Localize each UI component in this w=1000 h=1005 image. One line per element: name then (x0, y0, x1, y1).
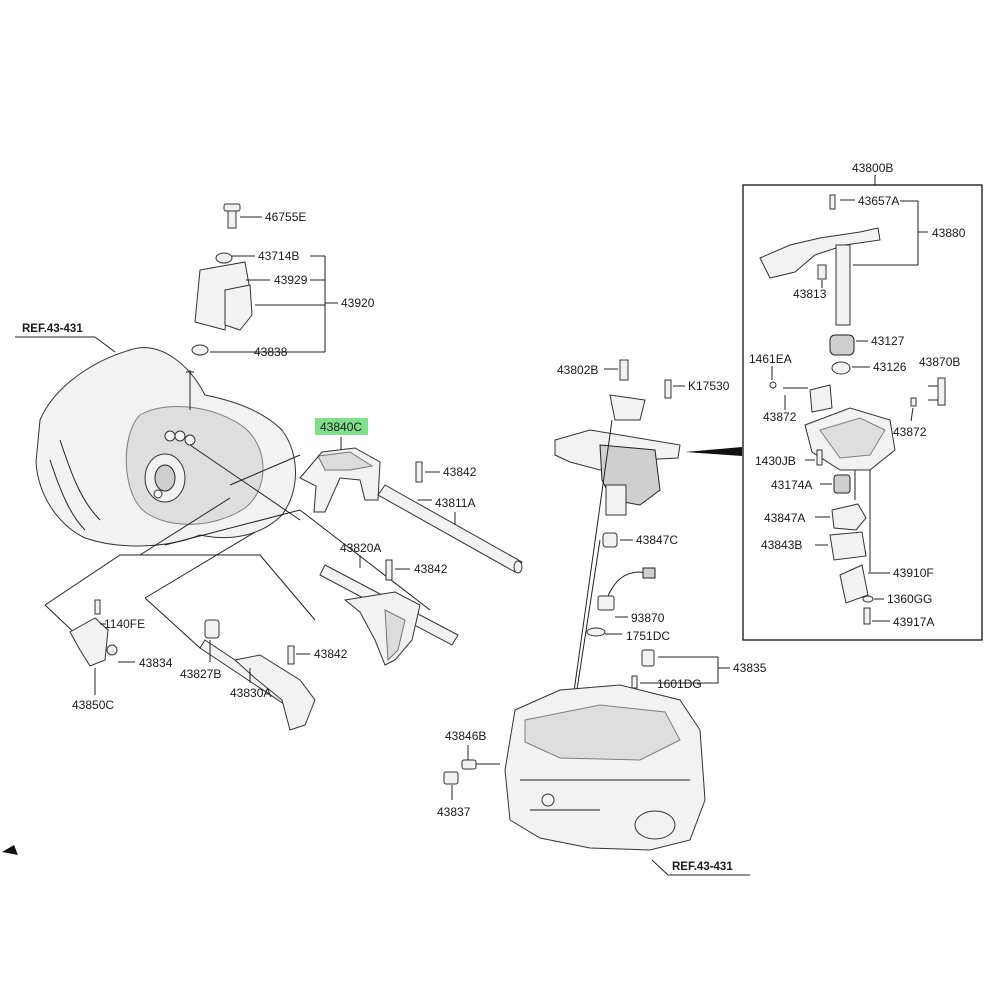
label-43827B[interactable]: 43827B (180, 667, 221, 681)
label-43657A[interactable]: 43657A (858, 194, 899, 208)
label-43800B[interactable]: 43800B (852, 161, 893, 175)
bracket-43850C (69, 599, 118, 667)
label-43842-c[interactable]: 43842 (314, 647, 348, 661)
ref-bottom-label[interactable]: REF.43-431 (672, 861, 733, 873)
label-1430JB[interactable]: 1430JB (755, 454, 796, 468)
label-1751DC[interactable]: 1751DC (626, 629, 670, 643)
label-43830A[interactable]: 43830A (230, 686, 271, 700)
label-43880[interactable]: 43880 (932, 226, 966, 240)
label-43870B[interactable]: 43870B (919, 355, 960, 369)
label-43917A[interactable]: 43917A (893, 615, 934, 629)
label-43840C[interactable]: 43840C (320, 420, 362, 434)
label-1140FE[interactable]: 1140FE (104, 617, 145, 631)
bracket-43920-assembly (191, 203, 253, 356)
detent-43847A (831, 503, 867, 531)
sensor-43846B (443, 759, 500, 785)
label-43834[interactable]: 43834 (139, 656, 173, 670)
pointer-arrow (685, 447, 742, 456)
label-43835[interactable]: 43835 (733, 661, 767, 675)
label-43847A[interactable]: 43847A (764, 511, 805, 525)
label-43847C[interactable]: 43847C (636, 533, 678, 547)
label-43174A[interactable]: 43174A (771, 478, 812, 492)
shift-rail-43820A (319, 559, 459, 666)
label-43842-b[interactable]: 43842 (414, 562, 448, 576)
bracket-43910F (839, 564, 874, 625)
plug-43835 (631, 649, 655, 689)
shift-tower-center (554, 359, 681, 801)
label-43843B[interactable]: 43843B (761, 538, 802, 552)
label-43872-b[interactable]: 43872 (893, 425, 927, 439)
label-1360GG[interactable]: 1360GG (887, 592, 932, 606)
label-93870[interactable]: 93870 (631, 611, 665, 625)
shift-fork-43840C (299, 447, 381, 513)
label-43820A[interactable]: 43820A (340, 541, 381, 555)
label-43910F[interactable]: 43910F (893, 566, 934, 580)
ref-left-leader (94, 336, 116, 353)
label-43813[interactable]: 43813 (793, 287, 827, 301)
label-46755E[interactable]: 46755E (265, 210, 306, 224)
switch-93870 (586, 567, 656, 637)
control-lever-43880 (759, 194, 881, 326)
label-1461EA[interactable]: 1461EA (749, 352, 792, 366)
front-direction-arrow (2, 845, 18, 855)
transmission-case-left (35, 347, 296, 547)
label-43846B[interactable]: 43846B (445, 729, 486, 743)
bushing-43127-43126 (769, 334, 855, 389)
transmission-case-bottom (504, 684, 706, 851)
shift-rail-43830A (199, 619, 316, 731)
label-43802B[interactable]: 43802B (557, 363, 598, 377)
label-43850C[interactable]: 43850C (72, 698, 114, 712)
label-1601DG[interactable]: 1601DG (657, 677, 702, 691)
label-43811A[interactable]: 43811A (435, 496, 475, 510)
shift-rail-43811A (377, 461, 523, 574)
label-43837[interactable]: 43837 (437, 805, 471, 819)
bracket-43843B (829, 531, 867, 561)
assembly-box-43800B (742, 184, 983, 641)
label-43872-a[interactable]: 43872 (763, 410, 797, 424)
ref-left-label[interactable]: REF.43-431 (22, 323, 83, 335)
label-43714B[interactable]: 43714B (258, 249, 299, 263)
housing-43872 (783, 377, 946, 471)
label-K17530[interactable]: K17530 (688, 379, 730, 393)
label-43842-a[interactable]: 43842 (443, 465, 477, 479)
label-43838[interactable]: 43838 (254, 345, 288, 359)
label-43126[interactable]: 43126 (873, 360, 907, 374)
label-43127[interactable]: 43127 (871, 334, 905, 348)
label-43920[interactable]: 43920 (341, 296, 375, 310)
label-43929[interactable]: 43929 (274, 273, 308, 287)
highlight-43840C (315, 418, 368, 435)
